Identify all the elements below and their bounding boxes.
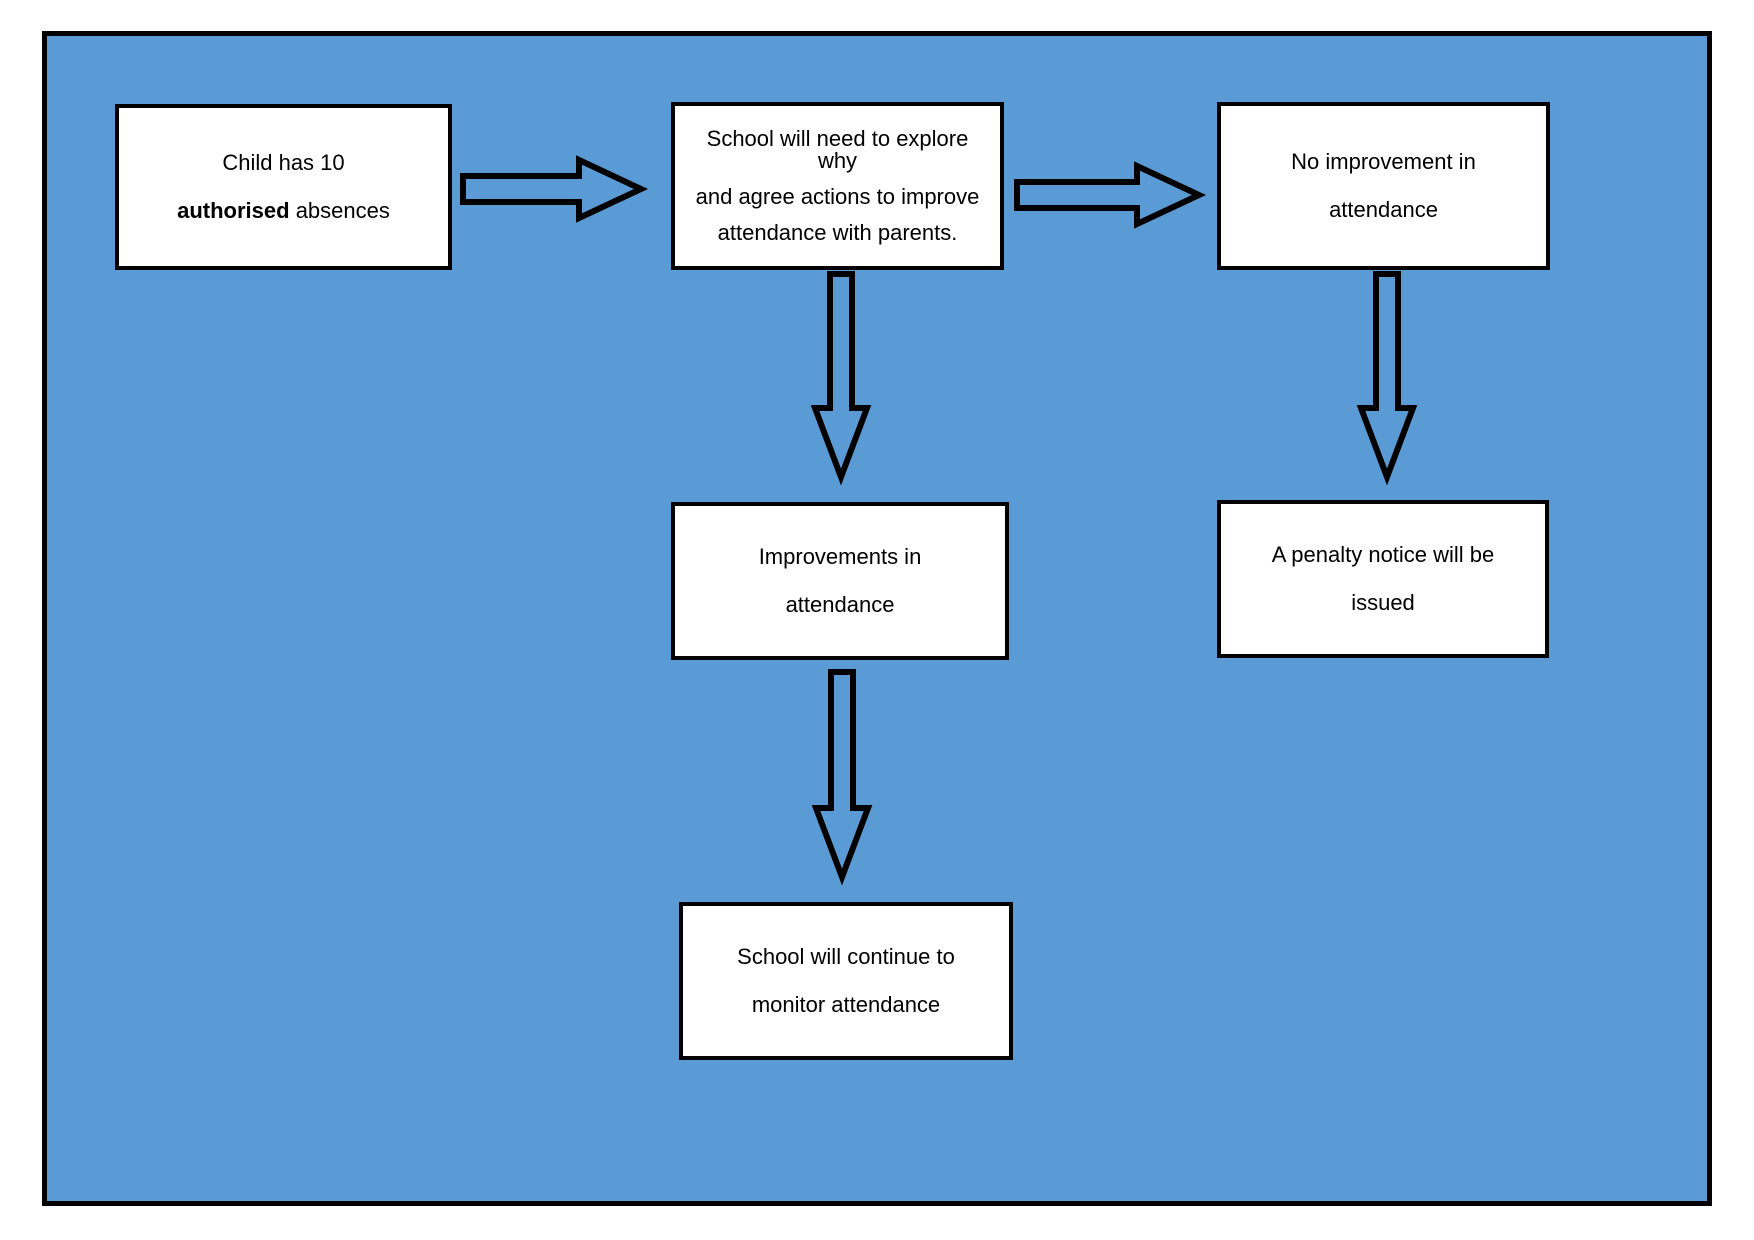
- node-no-improvement-in-attendance[interactable]: No improvement in attendance: [1217, 102, 1550, 270]
- node-line-2: and agree actions to improve: [695, 184, 980, 209]
- node-school-continue-monitor[interactable]: School will continue to monitor attendan…: [679, 902, 1013, 1060]
- node-line-3: attendance with parents.: [717, 220, 958, 245]
- node-improvements-in-attendance[interactable]: Improvements in attendance: [671, 502, 1009, 660]
- node-penalty-notice-issued[interactable]: A penalty notice will be issued: [1217, 500, 1549, 658]
- arrow-right-icon-explore-to-noimprovement: [1014, 161, 1207, 229]
- node-line-1: Child has 10: [222, 150, 345, 175]
- node-school-explore-actions[interactable]: School will need to explore why and agre…: [671, 102, 1004, 270]
- node-line-2: issued: [1351, 590, 1415, 615]
- node-line-2: attendance: [1329, 197, 1438, 222]
- node-child-has-absences[interactable]: Child has 10 authorised absences: [115, 104, 452, 270]
- node-line-1: School will need to explore why: [706, 126, 969, 173]
- arrow-down-icon-improve-to-monitor: [811, 669, 873, 886]
- node-line-2-rest: absences: [289, 198, 390, 223]
- node-line-2: authorised absences: [119, 200, 448, 222]
- node-line-2: monitor attendance: [751, 992, 941, 1017]
- node-line-2: attendance: [785, 592, 895, 617]
- diagram-frame: Child has 10 authorised absences School …: [42, 31, 1712, 1206]
- node-line-1: School will continue to: [737, 944, 955, 969]
- node-line-1: A penalty notice will be: [1271, 542, 1495, 567]
- node-line-2-bold: authorised: [177, 198, 290, 223]
- arrow-right-icon-start-to-explore: [460, 155, 649, 223]
- arrow-down-icon-explore-to-improve: [810, 271, 872, 486]
- arrow-down-icon-noimprovement-to-penalty: [1356, 271, 1418, 486]
- node-line-1: Improvements in: [758, 544, 922, 569]
- node-line-1: No improvement in: [1291, 149, 1476, 174]
